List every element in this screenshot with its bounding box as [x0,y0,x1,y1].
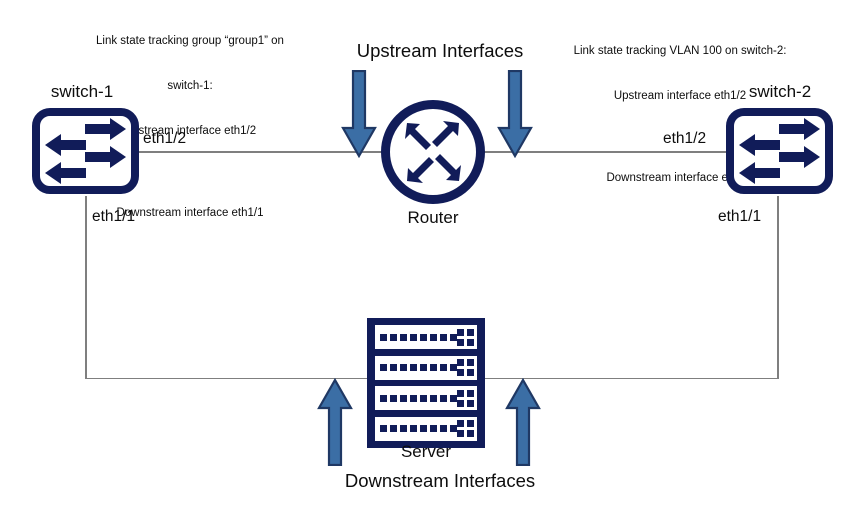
annotation-left-line4: Downstream interface eth1/1 [116,207,264,219]
switch-right-port-upstream-label: eth1/2 [663,130,707,147]
annotation-left-line2: switch-1: [167,80,213,92]
server-rack-row [375,416,477,441]
server-rack-row [375,386,477,411]
up-arrow-icon [505,378,541,466]
link-switch2-downstream-vertical [777,196,779,379]
server-rack-row [375,325,477,349]
server-device[interactable] [367,318,485,448]
annotation-right-line1: Link state tracking VLAN 100 on switch-2… [573,45,787,57]
link-router-switch2 [484,151,727,153]
server-led-grid [457,359,474,377]
down-arrow-icon [341,70,377,158]
switch-left-device[interactable] [32,108,139,194]
server-rack-row [375,355,477,380]
server-led-strip [380,333,457,341]
router-caption: Router [407,208,459,227]
server-led-grid [457,420,474,438]
upstream-interfaces-heading: Upstream Interfaces [356,40,524,61]
annotation-right-line2: Upstream interface eth1/2 [613,90,747,102]
server-led-strip [380,394,457,402]
server-led-strip [380,425,457,433]
downstream-interfaces-heading: Downstream Interfaces [344,470,536,491]
server-led-grid [457,389,474,407]
upstream-arrow-left [341,70,377,158]
router-icon [390,109,476,195]
server-led-strip [380,364,457,372]
link-switch1-downstream-vertical [85,196,87,379]
up-arrow-icon [317,378,353,466]
switch-right-device[interactable] [726,108,833,194]
switch-right-port-downstream-label: eth1/1 [718,208,762,225]
switch-left-port-upstream-label: eth1/2 [143,130,187,147]
switch-right-caption: switch-2 [748,82,812,101]
server-led-grid [457,328,474,346]
downstream-arrow-left [317,378,353,466]
switch-icon [40,116,131,186]
upstream-arrow-right [497,70,533,158]
down-arrow-icon [497,70,533,158]
link-switch1-router [139,151,381,153]
annotation-note-right: Link state tracking VLAN 100 on switch-2… [540,14,820,216]
annotation-left-line1: Link state tracking group “group1” on [96,35,284,47]
downstream-arrow-right [505,378,541,466]
server-caption: Server [400,442,452,461]
switch-left-caption: switch-1 [50,82,114,101]
switch-left-port-downstream-label: eth1/1 [92,208,136,225]
switch-icon [734,116,825,186]
router-device[interactable] [381,100,485,204]
